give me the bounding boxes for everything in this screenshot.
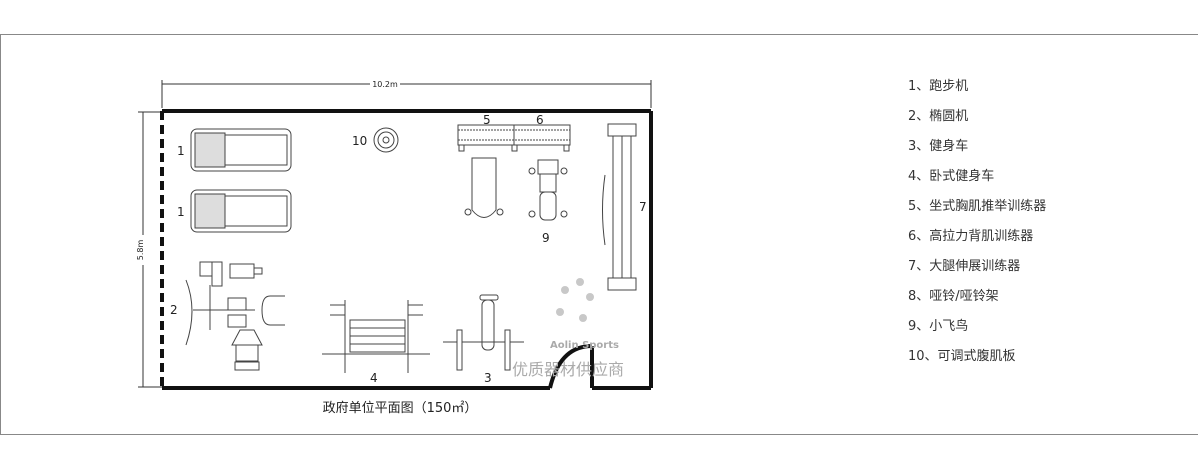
watermark-text: 优质器材供应商 [512,360,624,379]
legend-item: 1、跑步机 [908,79,969,94]
width-label: 10.2m [372,80,398,89]
marker-1: 1 [177,205,185,219]
content-frame [0,34,1198,435]
marker-1: 1 [177,144,185,158]
legend-item: 8、哑铃/哑铃架 [908,289,999,304]
marker-2: 2 [170,303,178,317]
plan-title: 政府单位平面图（150㎡） [323,401,478,416]
chest-press-back-trainer-5-6 [457,124,571,152]
legend: 1、跑步机 2、椭圆机 3、健身车 4、卧式健身车 5、坐式胸肌推举训练器 6、… [908,78,1046,378]
watermark-brand: Aolin Sports [550,340,619,351]
height-label: 5.8m [136,240,145,261]
marker-6: 6 [536,113,544,127]
bench [464,157,504,218]
elliptical-2 [185,261,285,371]
marker-5: 5 [483,113,491,127]
legend-item: 5、坐式胸肌推举训练器 [908,199,1047,214]
legend-item: 7、大腿伸展训练器 [908,259,1021,274]
marker-10: 10 [352,134,367,148]
width-dimension [161,80,652,108]
marker-7: 7 [639,200,647,214]
marker-3: 3 [484,371,492,385]
marker-4: 4 [370,371,378,385]
legend-item: 2、椭圆机 [908,109,969,124]
fly-machine-9 [528,159,568,221]
legend-item: 10、可调式腹肌板 [908,349,1016,364]
legend-item: 6、高拉力背肌训练器 [908,229,1034,244]
treadmill-1 [190,128,292,172]
recumbent-bike-4 [322,300,430,373]
legend-item: 3、健身车 [908,139,969,154]
legend-item: 9、小飞鸟 [908,319,969,334]
upright-bike-3 [443,294,524,371]
ab-board-10 [373,127,399,153]
marker-9: 9 [542,231,550,245]
treadmill-2 [190,189,292,233]
legend-item: 4、卧式健身车 [908,169,995,184]
room-walls [160,109,653,390]
watermark-logo [556,278,594,322]
height-dimension [138,111,162,388]
leg-extension-trainer-7 [602,123,637,291]
